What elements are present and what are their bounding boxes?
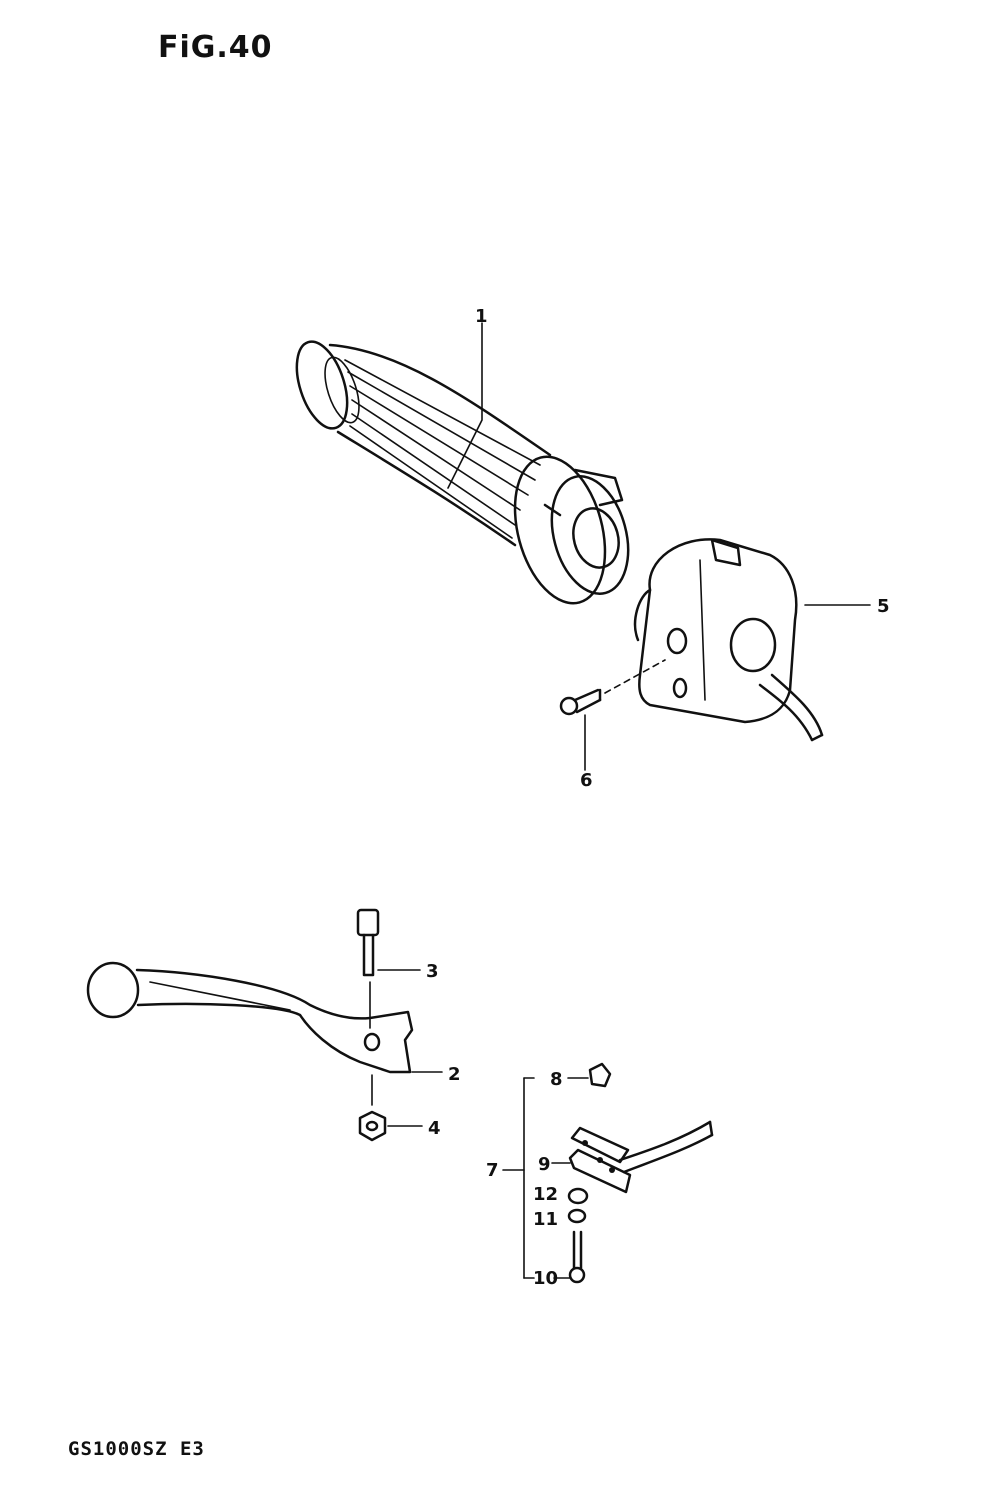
model-code: GS1000SZ E3 [68, 1438, 205, 1460]
switch-assembly [567, 1062, 714, 1284]
callout-1: 1 [475, 306, 488, 327]
switch-housing [633, 538, 824, 742]
callout-2: 2 [448, 1064, 461, 1085]
callout-3: 3 [426, 961, 439, 982]
callout-9: 9 [538, 1154, 551, 1175]
callout-5: 5 [877, 596, 890, 617]
callout-4: 4 [428, 1118, 441, 1139]
clutch-lever [86, 961, 414, 1074]
callout-11: 11 [533, 1209, 558, 1230]
callout-8: 8 [550, 1069, 563, 1090]
callouts: 1 2 3 4 5 6 7 8 9 10 11 12 [426, 306, 890, 1289]
callout-10: 10 [533, 1268, 558, 1289]
lever-bolt [356, 908, 380, 1029]
callout-6: 6 [580, 770, 593, 791]
callout-7: 7 [486, 1160, 499, 1181]
handlebar-grip [295, 340, 630, 605]
housing-screw [559, 659, 666, 716]
callout-12: 12 [533, 1184, 558, 1205]
leader-lines [377, 322, 871, 1279]
lever-nut [358, 1074, 387, 1142]
figure-title: FiG.40 [158, 30, 273, 65]
